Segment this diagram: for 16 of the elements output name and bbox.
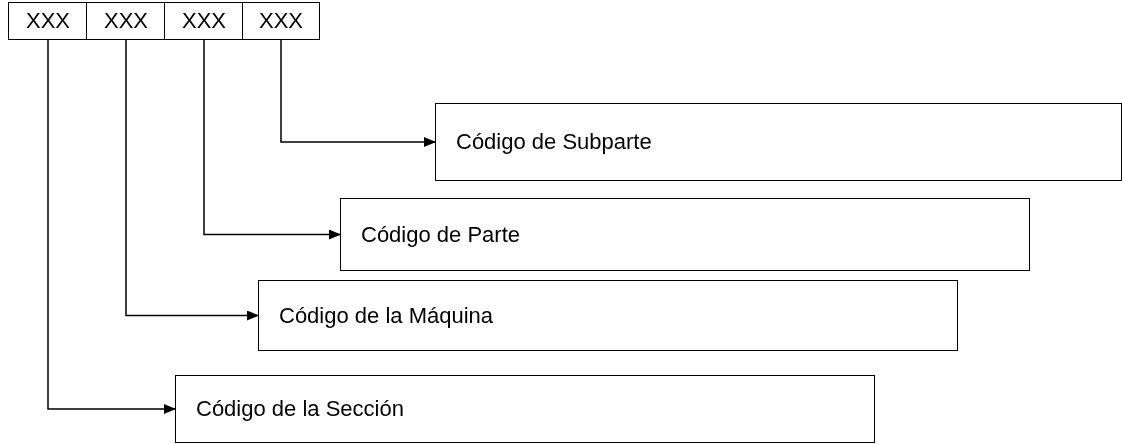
description-label: Código de la Máquina [279, 302, 494, 329]
arrow [280, 39, 436, 147]
code-segment: XXX [86, 2, 166, 40]
description-box [258, 280, 958, 351]
description-label: Código de Parte [361, 221, 520, 248]
code-segment: XXX [164, 2, 244, 40]
description-box [340, 198, 1030, 271]
arrow [125, 39, 259, 321]
code-segment: XXX [8, 2, 88, 40]
description-label: Código de la Sección [196, 396, 404, 422]
code-segment: XXX [242, 2, 320, 40]
arrow [203, 39, 341, 240]
description-box [435, 103, 1122, 181]
description-label: Código de Subparte [456, 129, 652, 155]
arrow [47, 39, 176, 414]
description-box [175, 375, 875, 443]
